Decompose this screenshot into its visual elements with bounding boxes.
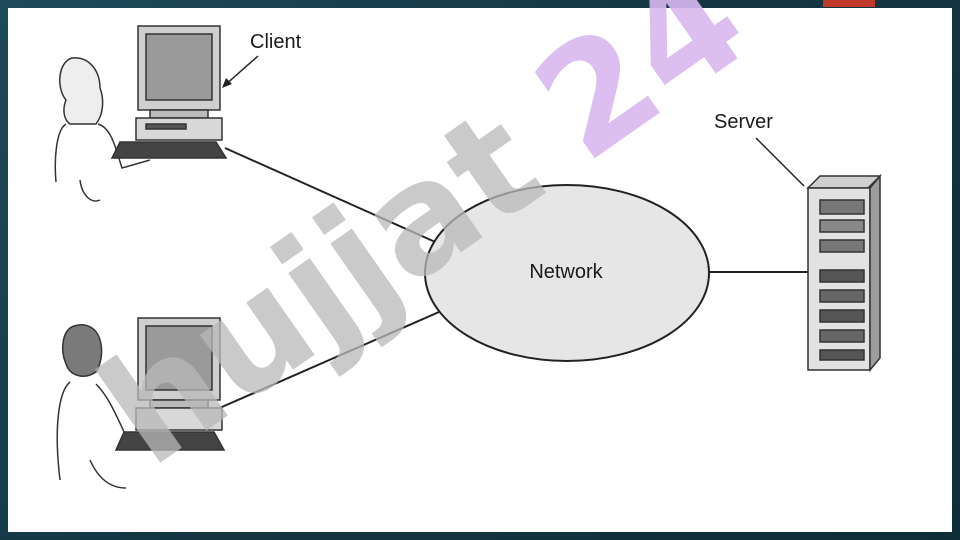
server-pointer [755,137,805,187]
client-pointer-arrow [223,55,259,87]
client-pointer-arrowhead [222,78,232,88]
client-label: Client [250,31,302,53]
client-bottom-person [56,323,161,489]
accent-bar [823,0,875,7]
server-label: Server [714,111,773,133]
network-label: Network [529,261,603,283]
watermark-text-right: 24 [506,0,777,194]
link-client-top [224,147,443,246]
client-top-computer [110,25,228,159]
client-top-person [54,57,151,202]
client-bottom-computer [114,317,226,451]
link-client-bottom [214,304,456,411]
network-ellipse [424,184,710,362]
server-tower [806,173,882,373]
